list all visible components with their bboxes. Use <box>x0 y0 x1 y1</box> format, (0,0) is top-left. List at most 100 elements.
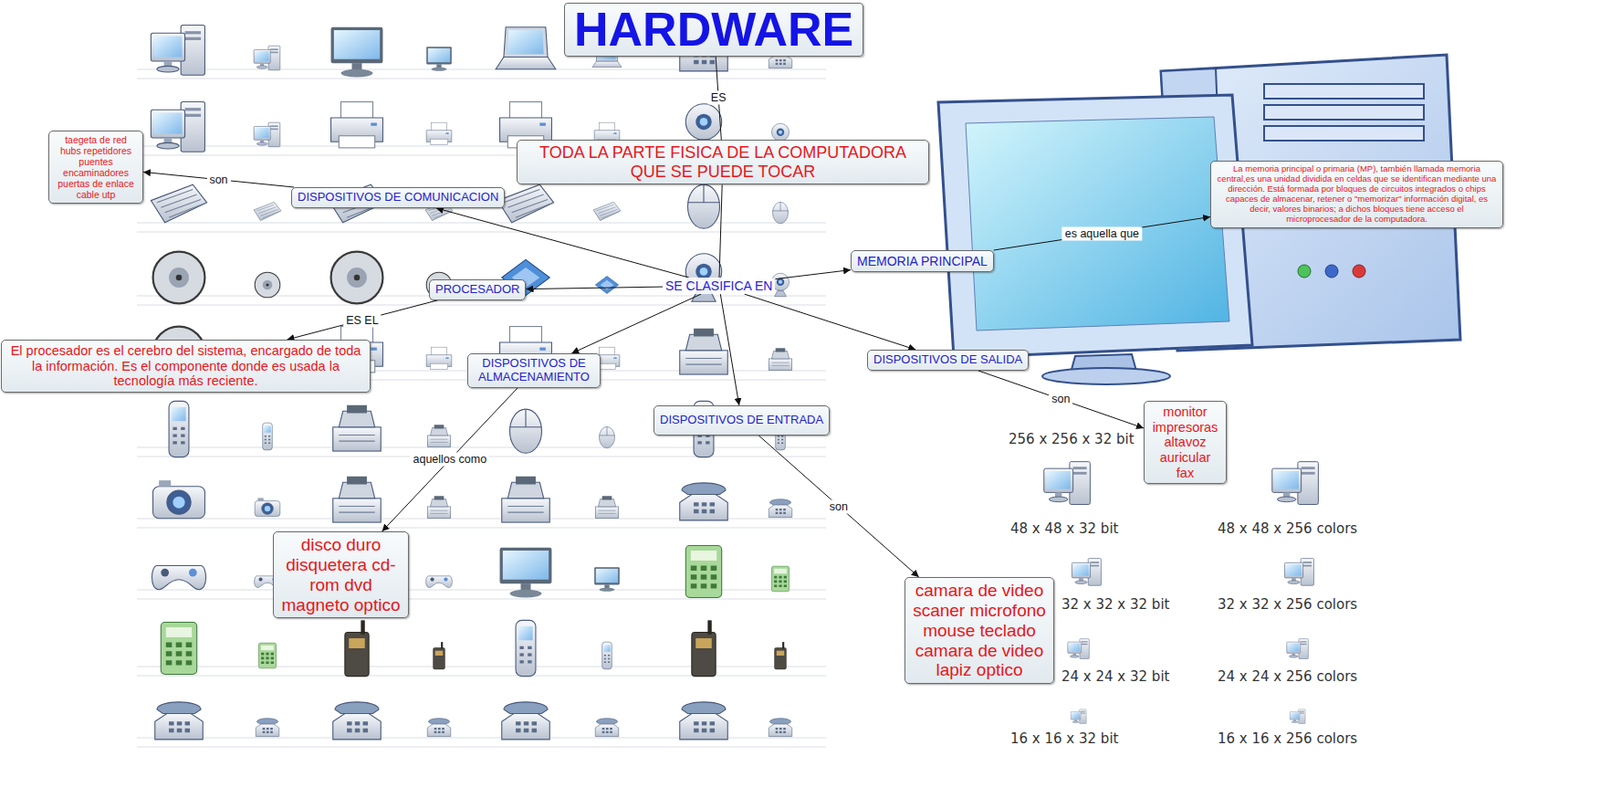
concept-text: HARDWARE <box>574 4 854 55</box>
device-icon <box>1286 638 1309 659</box>
device-icon <box>771 565 789 592</box>
concept-text: DISPOSITIVOS DE SALIDA <box>873 353 1023 367</box>
concept-box: taegeta de red hubs repetidores puentes … <box>48 130 144 204</box>
monitor-base <box>1042 367 1171 385</box>
device-icon <box>253 122 281 147</box>
device-icon <box>510 408 543 453</box>
concept-box: DISPOSITIVOS DE SALIDA <box>867 349 1029 371</box>
icon-size-caption: 16 x 16 x 32 bit <box>1010 730 1119 747</box>
device-icon <box>331 102 384 148</box>
drive-bays <box>1264 83 1424 141</box>
monitor <box>938 94 1253 358</box>
button <box>1297 264 1311 278</box>
icon-size-caption: 24 x 24 x 256 colors <box>1217 668 1358 685</box>
device-icon <box>262 422 273 450</box>
concept-text: disco duro disquetera cd-rom dvd magneto… <box>279 534 403 615</box>
device-icon <box>254 271 281 298</box>
device-icon <box>254 497 281 516</box>
device-icon <box>595 495 619 518</box>
link-label: ES <box>708 91 730 105</box>
device-icon <box>685 545 722 598</box>
device-icon <box>333 701 382 740</box>
concept-box: camara de video scaner microfono mouse t… <box>904 576 1055 684</box>
link-line <box>758 435 920 577</box>
concept-text: PROCESADOR <box>435 282 520 297</box>
device-icon <box>595 718 619 737</box>
concept-text: MEMORIA PRINCIPAL <box>857 253 988 269</box>
icon-size-caption: 24 x 24 x 32 bit <box>1061 668 1170 685</box>
concept-text: monitor impresoras altavoz auricular fax <box>1150 404 1221 481</box>
icon-size-caption: 16 x 16 x 256 colors <box>1217 730 1358 747</box>
device-icon <box>150 25 205 76</box>
concept-text: DISPOSITIVOS DE ALMACENAMIENTO <box>473 356 595 385</box>
device-icon <box>427 495 451 518</box>
link-line <box>744 293 917 350</box>
device-icon <box>495 27 556 70</box>
device-icon <box>253 45 281 71</box>
link-line <box>775 270 852 280</box>
device-icon <box>500 547 553 598</box>
device-icon <box>426 122 452 145</box>
link-label: son <box>826 499 851 513</box>
link-line <box>436 208 690 278</box>
device-icon <box>774 641 787 670</box>
link-line <box>719 184 722 278</box>
concept-box: MEMORIA PRINCIPAL <box>850 250 994 272</box>
device-icon <box>160 622 197 675</box>
concept-text: TODA LA PARTE FISICA DE LA COMPUTADORA Q… <box>522 143 923 181</box>
concept-box: PROCESADOR <box>428 279 526 301</box>
device-icon <box>1070 709 1087 724</box>
device-icon <box>679 328 729 375</box>
concept-box: DISPOSITIVOS DE COMUNICACION <box>291 187 505 209</box>
link-line <box>978 370 1144 429</box>
device-icon <box>1272 461 1319 505</box>
concept-box: La memoria principal o primaria (MP), ta… <box>1210 160 1504 229</box>
device-icon <box>155 701 204 740</box>
device-icon <box>253 201 282 220</box>
title-box: HARDWARE <box>564 2 864 57</box>
concept-text: El procesador es el cerebro del sistema,… <box>7 343 365 389</box>
device-icon <box>150 184 207 223</box>
device-icon <box>599 426 616 448</box>
device-icon <box>1044 461 1091 505</box>
device-icon <box>688 184 721 229</box>
device-icon <box>255 718 280 737</box>
concept-text: camara de video scaner microfono mouse t… <box>910 580 1048 680</box>
device-icon <box>333 476 382 523</box>
concept-box: DISPOSITIVOS DE ALMACENAMIENTO <box>467 353 601 388</box>
device-icon <box>331 27 384 78</box>
device-icon <box>501 476 551 523</box>
device-icon <box>427 718 451 737</box>
icon-size-caption: 48 x 48 x 256 colors <box>1217 520 1358 537</box>
concept-text: La memoria principal o primaria (MP), ta… <box>1216 164 1497 225</box>
device-icon <box>594 566 620 592</box>
link-line <box>993 217 1211 251</box>
concept-box: monitor impresoras altavoz auricular fax <box>1143 400 1227 484</box>
link-label: son <box>206 172 231 187</box>
device-icon <box>258 642 276 669</box>
device-icon <box>595 275 619 293</box>
device-icon <box>151 564 206 589</box>
device-icon <box>1289 709 1306 724</box>
link-label: son <box>1048 392 1073 407</box>
device-icon <box>331 251 384 304</box>
device-icon <box>426 575 453 588</box>
concept-box: TODA LA PARTE FISICA DE LA COMPUTADORA Q… <box>516 139 930 185</box>
link-line <box>526 286 664 290</box>
device-icon <box>333 405 382 451</box>
device-icon <box>679 482 729 521</box>
concept-text: DISPOSITIVOS DE ENTRADA <box>659 413 824 428</box>
button <box>1352 264 1366 278</box>
linking-phrase: SE CLASIFICA EN <box>662 277 775 294</box>
device-icon <box>427 424 451 447</box>
link-line <box>720 293 740 406</box>
concept-box: El procesador es el cerebro del sistema,… <box>0 339 371 393</box>
link-line <box>287 300 439 340</box>
concept-text: taegeta de red hubs repetidores puentes … <box>54 134 137 200</box>
link-label: ES EL <box>343 313 381 327</box>
device-icon <box>1071 558 1101 586</box>
device-icon <box>773 201 789 223</box>
device-icon <box>501 701 551 740</box>
